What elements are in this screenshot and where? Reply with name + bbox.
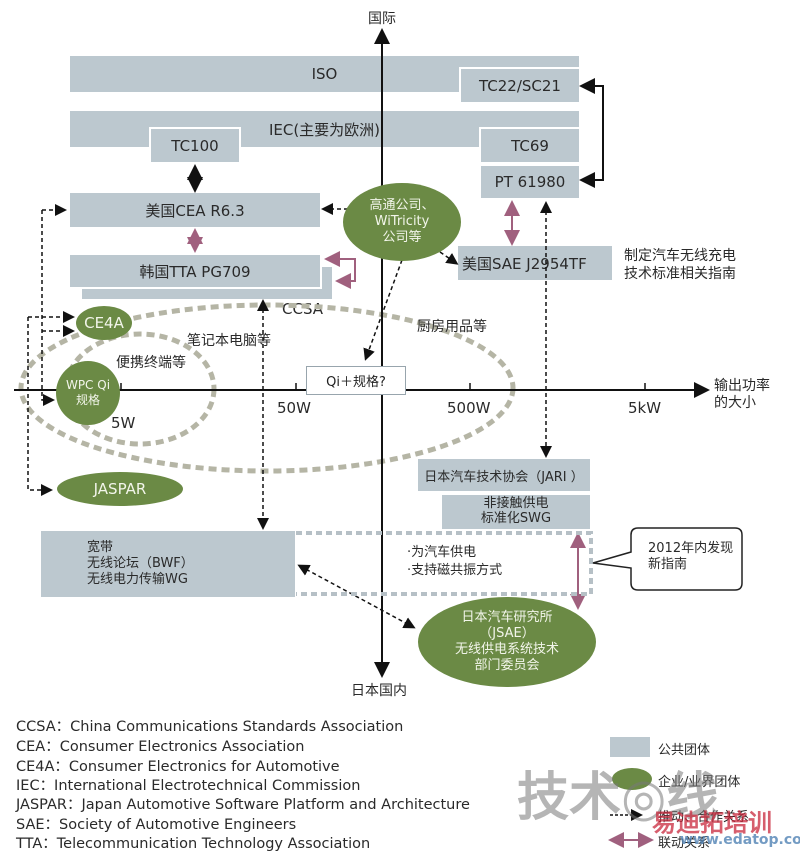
axis-label-output-power: 输出功率 的大小 <box>714 378 770 411</box>
jari-box: 日本汽车技术协会（JARI ） <box>418 459 590 491</box>
tc22-sc21-box: TC22/SC21 <box>459 67 581 104</box>
left-bus-inner <box>41 210 55 406</box>
iso-label: ISO <box>311 65 338 83</box>
tc100-label: TC100 <box>171 136 219 155</box>
cea-box: 美国CEA R6.3 <box>70 193 320 227</box>
kitchen-appliances-label: 厨房用品等 <box>417 319 487 335</box>
qualcomm-sae-arrow <box>439 251 459 265</box>
tta-box: 韩国TTA PG709 <box>68 253 322 289</box>
tta-label: 韩国TTA PG709 <box>139 262 251 281</box>
wpc-qi-ellipse: WPC Qi 规格 <box>56 361 120 425</box>
pt61980-box: PT 61980 <box>479 164 581 200</box>
tc22-pt61980-arrow <box>579 78 604 188</box>
portable-terminals-label: 便携终端等 <box>116 355 186 371</box>
callout-text: 2012年内发现 新指南 <box>648 541 734 573</box>
wpc-qi-label: WPC Qi 规格 <box>65 378 111 407</box>
pt61980-label: PT 61980 <box>494 173 566 191</box>
tc69-label: TC69 <box>511 136 549 155</box>
legend-public-swatch <box>610 737 650 757</box>
legend-linked-label: 联动关系 <box>658 836 711 851</box>
laptops-label: 笔记本电脑等 <box>187 333 271 349</box>
abbreviation-jaspar: JASPAR：Japan Automotive Software Platfor… <box>16 797 470 813</box>
tc22-sc21-label: TC22/SC21 <box>479 76 561 95</box>
ce4a-ellipse: CE4A <box>76 306 132 340</box>
legend-public-label: 公共团体 <box>658 743 711 758</box>
tick-label-500w: 500W <box>447 399 491 417</box>
ce4a-label: CE4A <box>84 313 124 332</box>
tick-label-50w: 50W <box>277 399 311 417</box>
swg-label: 非接触供电 标准化SWG <box>480 496 552 526</box>
bwf-jsae-arrow <box>297 564 416 629</box>
watermark-brand: 易迪拓培训 <box>652 809 772 837</box>
bwf-box: 宽带 无线论坛（BWF） 无线电力传输WG <box>41 531 295 597</box>
abbreviation-ce4a: CE4A：Consumer Electronics for Automotive <box>16 759 340 775</box>
abbreviation-iec: IEC：International Electrotechnical Commi… <box>16 778 361 794</box>
jaspar-ellipse: JASPAR <box>57 472 183 506</box>
jsae-ellipse: 日本汽车研究所 （JSAE） 无线供电系统技术 部门委员会 <box>418 597 596 687</box>
axis-label-domestic-japan: 日本国内 <box>351 683 407 699</box>
qualcomm-qiplus-arrow <box>363 259 403 361</box>
jari-label: 日本汽车技术协会（JARI ） <box>424 469 584 485</box>
legend-promote-label: 推动、合作关系 <box>658 810 750 825</box>
sae-note: 制定汽车无线充电 技术标准相关指南 <box>624 248 736 283</box>
sae-box: 美国SAE J2954TF <box>458 246 612 280</box>
tc69-box: TC69 <box>479 127 581 164</box>
qualcomm-witricity-label: 高通公司、 WiTricity 公司等 <box>369 197 435 246</box>
callout-bubble <box>592 527 743 591</box>
cea-label: 美国CEA R6.3 <box>145 201 245 220</box>
axis-label-international: 国际 <box>368 11 396 27</box>
legend-industry-swatch <box>612 768 652 790</box>
abbreviation-ccsa: CCSA：China Communications Standards Asso… <box>16 719 404 735</box>
jsae-label: 日本汽车研究所 （JSAE） 无线供电系统技术 部门委员会 <box>454 609 559 674</box>
abbreviation-tta: TTA：Telecommunication Technology Associa… <box>16 836 371 852</box>
tick-label-5kw: 5kW <box>628 399 662 417</box>
tta-ccsa-linked-arrow <box>324 251 356 289</box>
iec-label: IEC(主要为欧洲) <box>268 120 381 139</box>
jsae-scope-box <box>296 531 593 596</box>
tick-label-5w: 5W <box>111 414 136 432</box>
watermark-url: www.edatop.com <box>680 832 800 848</box>
left-bus-outer <box>27 317 53 496</box>
swg-box: 非接触供电 标准化SWG <box>442 495 590 529</box>
legend-industry-label: 企业/业界团体 <box>658 775 741 790</box>
sae-label: 美国SAE J2954TF <box>462 254 587 273</box>
qi-plus-box: Qi＋规格? <box>306 366 406 395</box>
abbreviation-cea: CEA：Consumer Electronics Association <box>16 739 305 755</box>
tc100-box: TC100 <box>149 127 241 164</box>
abbreviation-sae: SAE：Society of Automotive Engineers <box>16 817 297 833</box>
qualcomm-witricity-ellipse: 高通公司、 WiTricity 公司等 <box>343 183 461 261</box>
bwf-label: 宽带 无线论坛（BWF） 无线电力传输WG <box>87 539 194 588</box>
jaspar-label: JASPAR <box>93 479 147 498</box>
jsae-scope-label: ·为汽车供电 ·支持磁共振方式 <box>407 545 503 578</box>
qi-plus-label: Qi＋规格? <box>326 375 386 390</box>
watermark-tech: 技术◎线 <box>517 768 719 828</box>
